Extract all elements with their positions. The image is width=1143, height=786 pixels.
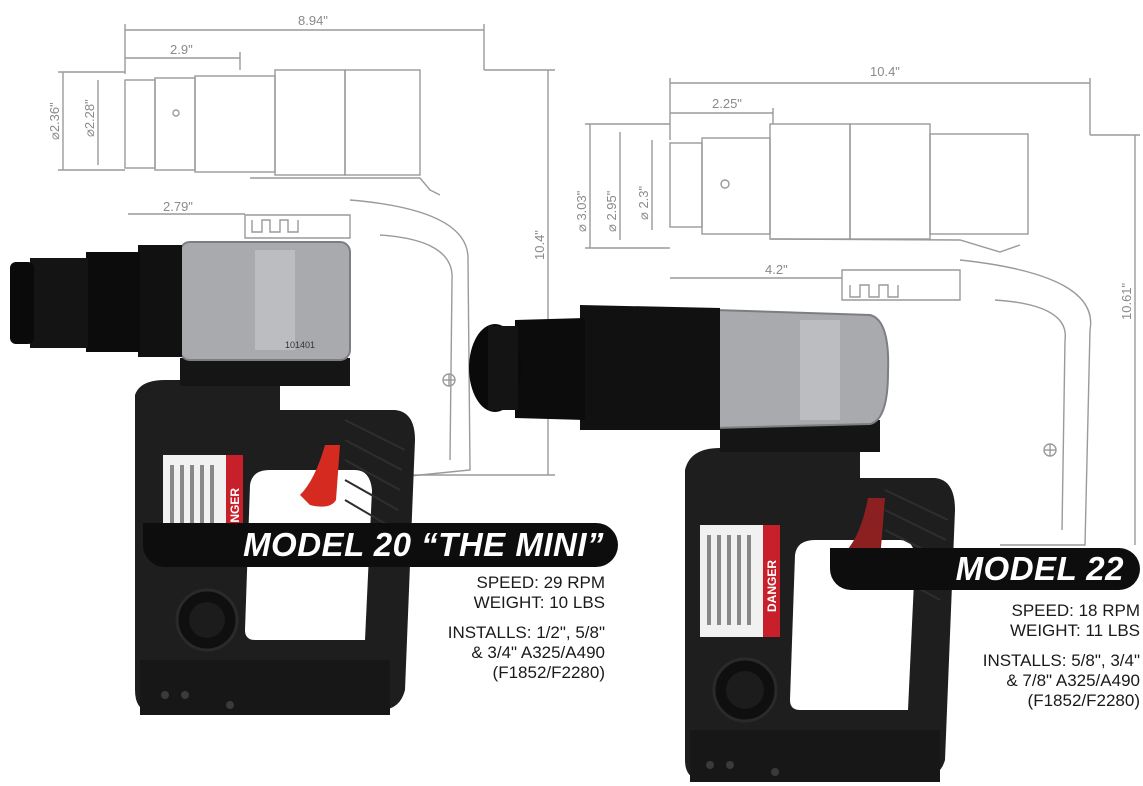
dim-inner-diameter: ⌀2.28" xyxy=(82,99,97,137)
dim-overall-length: 10.4" xyxy=(870,64,900,79)
danger-label-text: DANGER xyxy=(765,560,779,612)
dim-nose-length: 2.9" xyxy=(170,42,193,57)
dim-diameter-3: ⌀ 2.3" xyxy=(636,185,651,220)
model-22-weight: WEIGHT: 11 LBS xyxy=(1009,621,1140,640)
model-20-title-banner: MODEL 20 “THE MINI” xyxy=(143,523,618,567)
model-22-line-drawing xyxy=(585,78,1140,546)
model-20-specs: SPEED: 29 RPM WEIGHT: 10 LBS INSTALLS: 1… xyxy=(380,573,605,683)
dim-diameter-1: ⌀ 3.03" xyxy=(574,190,589,232)
model-22-installs-line-1: INSTALLS: 5/8", 3/4" xyxy=(982,651,1140,670)
model-20-dimension-labels: 8.94" 2.9" ⌀2.36" ⌀2.28" 2.79" 10.4" xyxy=(47,13,547,260)
model-20-speed: SPEED: 29 RPM xyxy=(476,573,606,592)
dim-reach: 4.2" xyxy=(765,262,788,277)
dim-height: 10.61" xyxy=(1119,282,1134,320)
dim-outer-diameter: ⌀2.36" xyxy=(47,102,62,140)
model-20-tool: 101401 DANGER xyxy=(10,241,415,715)
model-20-title: MODEL 20 “THE MINI” xyxy=(243,526,604,563)
model-22-speed: SPEED: 18 RPM xyxy=(1011,601,1141,620)
model-22-specs: SPEED: 18 RPM WEIGHT: 11 LBS INSTALLS: 5… xyxy=(910,601,1140,711)
model-20-line-drawing xyxy=(58,24,555,477)
model-22-title: MODEL 22 xyxy=(955,550,1124,587)
serial-number: 101401 xyxy=(285,340,315,350)
model-20-installs-line-2: & 3/4" A325/A490 xyxy=(471,643,605,662)
model-20-installs-line-1: INSTALLS: 1/2", 5/8" xyxy=(447,623,605,642)
dim-overall-length: 8.94" xyxy=(298,13,328,28)
model-22-title-banner: MODEL 22 xyxy=(830,548,1140,590)
model-22-installs-line-2: & 7/8" A325/A490 xyxy=(1006,671,1140,690)
model-20-weight: WEIGHT: 10 LBS xyxy=(473,593,605,612)
model-22-dimension-labels: 10.4" 2.25" ⌀ 3.03" ⌀ 2.95" ⌀ 2.3" 4.2" … xyxy=(574,64,1134,320)
dim-reach: 2.79" xyxy=(163,199,193,214)
dim-height: 10.4" xyxy=(532,230,547,260)
dim-nose-length: 2.25" xyxy=(712,96,742,111)
model-20-installs-line-3: (F1852/F2280) xyxy=(492,663,605,682)
model-22-installs-line-3: (F1852/F2280) xyxy=(1027,691,1140,710)
dim-diameter-2: ⌀ 2.95" xyxy=(604,190,619,232)
